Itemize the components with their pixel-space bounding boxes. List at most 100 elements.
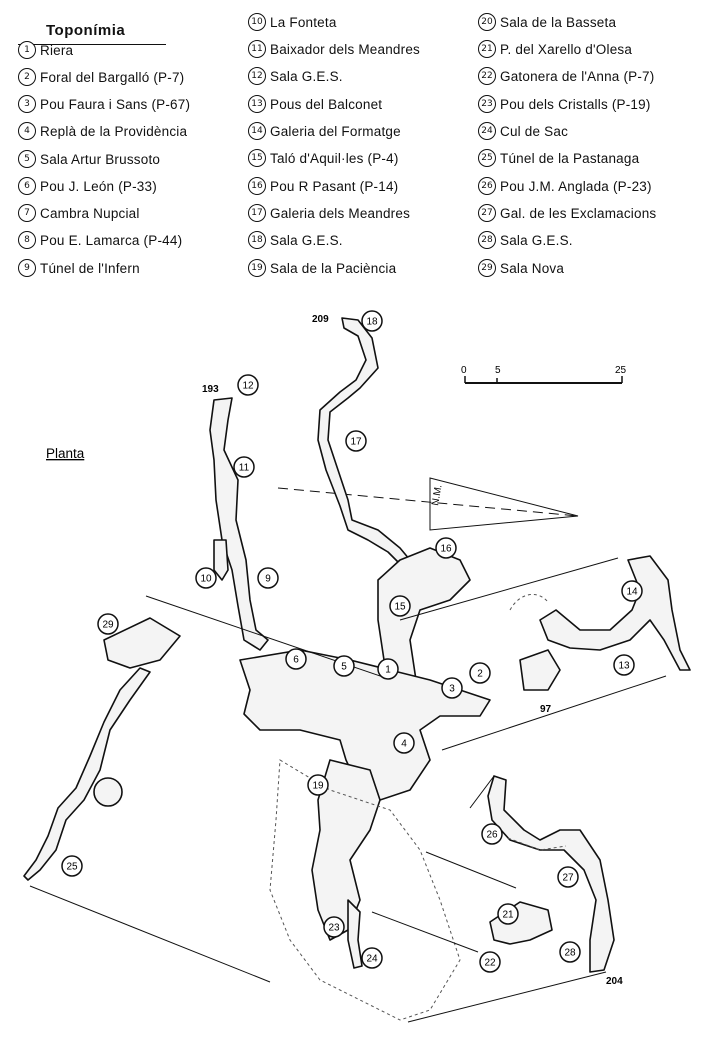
legend-item-label: Foral del Bargalló (P-7) — [40, 69, 185, 85]
map-marker-27: 27 — [557, 866, 579, 888]
map-marker-label: 5 — [341, 662, 347, 673]
legend-item-label: Sala de la Paciència — [270, 260, 397, 276]
legend-number-badge: 5 — [18, 150, 36, 168]
legend-item-label: Riera — [40, 42, 74, 58]
map-marker-label: 28 — [564, 948, 576, 959]
map-marker-label: 10 — [200, 574, 212, 585]
legend-item-label: P. del Xarello d'Olesa — [500, 41, 633, 57]
north-arrow: N.M. — [277, 477, 579, 531]
passage-12-11-9 — [209, 397, 269, 651]
legend-item-label: Taló d'Aquil·les (P-4) — [270, 150, 399, 166]
legend-item-label: Túnel de l'Infern — [40, 260, 140, 276]
elevation-209: 209 — [312, 314, 329, 325]
map-marker-10: 10 — [195, 567, 217, 589]
legend-number-badge: 3 — [18, 95, 36, 113]
legend-item-label: Pou R Pasant (P-14) — [270, 178, 399, 194]
legend-title: Toponímia — [46, 22, 126, 39]
map-marker-5: 5 — [333, 655, 355, 677]
passage-25-chamber — [93, 777, 123, 807]
legend-number-badge: 14 — [248, 122, 266, 140]
map-marker-label: 9 — [265, 574, 271, 585]
map-marker-22: 22 — [479, 951, 501, 973]
map-marker-18: 18 — [361, 310, 383, 332]
elevation-204: 204 — [606, 976, 623, 987]
map-marker-label: 11 — [239, 463, 250, 474]
map-marker-label: 2 — [477, 669, 483, 680]
legend-item-label: Sala Artur Brussoto — [40, 151, 161, 167]
scale-tick-5: 5 — [495, 365, 501, 376]
map-marker-1: 1 — [377, 658, 399, 680]
map-marker-label: 13 — [618, 661, 630, 672]
passage-29 — [103, 617, 181, 669]
legend-number-badge: 8 — [18, 231, 36, 249]
legend-number-badge: 20 — [478, 13, 496, 31]
map-marker-6: 6 — [285, 648, 307, 670]
map-marker-label: 18 — [366, 317, 378, 328]
legend-item-label: Pous del Balconet — [270, 96, 383, 112]
map-marker-26: 26 — [481, 823, 503, 845]
legend-number-badge: 29 — [478, 259, 496, 277]
legend-number-badge: 12 — [248, 67, 266, 85]
passage-10 — [213, 539, 229, 581]
legend-number-badge: 27 — [478, 204, 496, 222]
passage-central-6-5-1 — [239, 649, 491, 801]
elevation-97: 97 — [540, 704, 552, 715]
legend-item-label: Replà de la Providència — [40, 123, 188, 139]
legend-number-badge: 23 — [478, 95, 496, 113]
legend-number-badge: 18 — [248, 231, 266, 249]
map-marker-23: 23 — [323, 916, 345, 938]
map-marker-label: 29 — [102, 620, 114, 631]
map-marker-label: 14 — [626, 587, 638, 598]
legend-item-label: Pou J.M. Anglada (P-23) — [500, 178, 652, 194]
map-marker-17: 17 — [345, 430, 367, 452]
legend-number-badge: 16 — [248, 177, 266, 195]
legend-item-label: Baixador dels Meandres — [270, 41, 420, 57]
legend-title-underline — [18, 44, 166, 45]
legend-number-badge: 17 — [248, 204, 266, 222]
map-marker-19: 19 — [307, 774, 329, 796]
map-marker-9: 9 — [257, 567, 279, 589]
map-marker-label: 4 — [401, 739, 407, 750]
map-marker-label: 3 — [449, 684, 455, 695]
scale-bar: 0 5 25 — [461, 365, 627, 384]
map-marker-3: 3 — [441, 677, 463, 699]
map-marker-label: 19 — [312, 781, 324, 792]
passage-14-13 — [539, 555, 691, 671]
legend-item-label: Sala G.E.S. — [270, 232, 343, 248]
legend-item-label: La Fonteta — [270, 14, 337, 30]
map-marker-label: 15 — [394, 602, 406, 613]
map-marker-21: 21 — [497, 903, 519, 925]
map-marker-label: 25 — [66, 862, 78, 873]
legend-number-badge: 7 — [18, 204, 36, 222]
legend-number-badge: 9 — [18, 259, 36, 277]
legend-number-badge: 19 — [248, 259, 266, 277]
dashed-outline-14 — [509, 594, 549, 611]
map-marker-label: 22 — [484, 958, 496, 969]
map-marker-4: 4 — [393, 732, 415, 754]
legend-item-label: Túnel de la Pastanaga — [500, 150, 640, 166]
legend-item-label: Pou Faura i Sans (P-67) — [40, 96, 191, 112]
map-marker-28: 28 — [559, 941, 581, 963]
map-marker-11: 11 — [233, 456, 255, 478]
legend-item-label: Pou E. Lamarca (P-44) — [40, 232, 183, 248]
passage-25 — [23, 667, 151, 881]
map-marker-label: 12 — [242, 381, 254, 392]
scale-tick-25: 25 — [615, 365, 627, 376]
